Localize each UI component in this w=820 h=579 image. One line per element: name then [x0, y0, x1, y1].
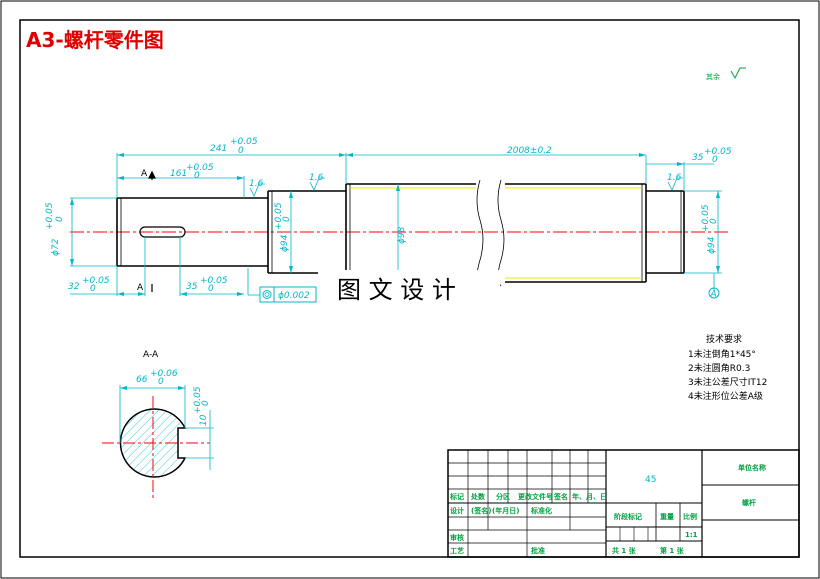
requirement-4: 4未注形位公差A级	[688, 390, 763, 402]
tb-scale-value: 1:1	[685, 531, 698, 539]
dim-35-right-tol: +0.05	[704, 147, 732, 157]
tb-review: 审核	[450, 533, 464, 542]
tb-design-date: (年月日)	[492, 506, 519, 515]
section-title: A-A	[143, 350, 159, 360]
dim-10-tol: +0.05	[193, 386, 203, 414]
watermark-text: 图 文 设 计	[337, 276, 456, 304]
tb-sheets-total: 共 1 张	[612, 546, 637, 555]
section-mark-top: A	[141, 169, 148, 179]
dim-10-tol0: 0	[201, 400, 211, 406]
dim-32: 32	[68, 282, 80, 292]
requirements-heading: 技术要求	[706, 333, 742, 345]
dim-phi94-right-tol0: 0	[709, 218, 719, 224]
tb-zone: 分区	[496, 492, 510, 501]
dim-phi94-right-tol: +0.05	[701, 204, 711, 232]
dim-35-right-tol0: 0	[712, 155, 718, 165]
roughness-2: 1.6	[309, 173, 324, 183]
technical-requirements: 技术要求 1未注倒角1*45° 2未注圆角R0.3 3未注公差尺寸IT12 4未…	[688, 333, 767, 402]
roughness-general: 其余	[706, 67, 746, 81]
title-block-text: 45 单位名称 螺杆 标记 处数 分区 更改文件号 签名 年、月、日 设计 (签…	[449, 463, 766, 555]
tb-design: 设计	[450, 506, 464, 515]
requirement-1: 1未注倒角1*45°	[688, 348, 756, 360]
tb-approve: 批准	[531, 546, 545, 555]
dim-161-tol: +0.05	[186, 163, 214, 173]
dim-2008: 2008±0.2	[507, 146, 552, 156]
dim-35-right: 35	[692, 153, 704, 163]
dim-phi98: ϕ98	[397, 226, 407, 244]
roughness-3: 1.6	[667, 173, 682, 183]
tb-unit: 单位名称	[738, 463, 766, 472]
tb-part-name: 螺杆	[742, 498, 756, 507]
dim-32-tol0: 0	[90, 284, 96, 294]
tb-sign: (签名)	[471, 506, 491, 515]
dim-35-bottom: 35	[186, 282, 198, 292]
section-mark-bottom: A	[137, 283, 144, 293]
requirement-2: 2未注圆角R0.3	[688, 362, 750, 374]
dim-phi72-tol0: 0	[55, 216, 65, 222]
dim-241-tol: +0.05	[230, 137, 258, 147]
dim-phi94-left: ϕ94	[280, 234, 290, 252]
tolerance-value: ϕ0.002	[278, 291, 310, 301]
title-block	[447, 449, 800, 558]
roughness-general-label: 其余	[706, 72, 720, 81]
dim-161-tol0: 0	[194, 171, 200, 181]
dim-66: 66	[136, 375, 148, 385]
dim-32-tol: +0.05	[82, 276, 110, 286]
drawing-title: A3-螺杆零件图	[26, 28, 164, 52]
dim-161: 161	[170, 169, 187, 179]
section-view	[102, 385, 214, 500]
inner-border	[19, 19, 800, 558]
tb-material: 45	[645, 475, 656, 485]
roughness-marks	[249, 177, 683, 197]
dim-35-bottom-tol0: 0	[208, 284, 214, 294]
dim-241: 241	[210, 144, 227, 154]
dim-10: 10	[199, 414, 209, 426]
dim-phi94-left-tol: +0.05	[274, 202, 284, 230]
dim-phi94-right: ϕ94	[707, 236, 717, 254]
tb-stage: 阶段标记	[614, 512, 642, 521]
dim-phi72: ϕ72	[51, 238, 61, 256]
thread-lines	[350, 187, 642, 279]
dimension-texts: 241 +0.05 0 2008±0.2 35 +0.05 0 161 +0.0…	[45, 137, 732, 294]
datum-letter: A	[710, 290, 717, 300]
datum-symbol: A	[708, 287, 720, 300]
tb-standard: 标准化	[530, 506, 552, 515]
tb-change-file: 更改文件号	[518, 492, 553, 501]
tb-date: 年、月、日	[572, 492, 607, 501]
dim-66-tol: +0.06	[150, 369, 178, 379]
section-cut-marks	[148, 170, 156, 292]
dim-35-bottom-tol: +0.05	[200, 276, 228, 286]
roughness-1: 1.6	[249, 179, 264, 189]
tb-weight: 重量	[660, 512, 674, 521]
requirement-3: 3未注公差尺寸IT12	[688, 376, 767, 388]
watermark-box	[318, 270, 500, 306]
tb-signature: 签名	[553, 492, 568, 501]
tb-sheet-no: 第 1 张	[660, 546, 685, 555]
tb-count: 处数	[470, 492, 486, 501]
tb-mark: 标记	[449, 492, 464, 501]
dim-66-tol0: 0	[158, 377, 164, 387]
dim-241-tol0: 0	[238, 146, 244, 156]
tolerance-frame: ϕ0.002	[259, 286, 317, 303]
dim-phi72-tol: +0.05	[45, 202, 55, 230]
tb-process: 工艺	[450, 546, 464, 555]
dimension-lines	[70, 153, 722, 296]
dim-phi94-left-tol0: 0	[282, 216, 292, 222]
tb-scale: 比例	[683, 512, 697, 521]
